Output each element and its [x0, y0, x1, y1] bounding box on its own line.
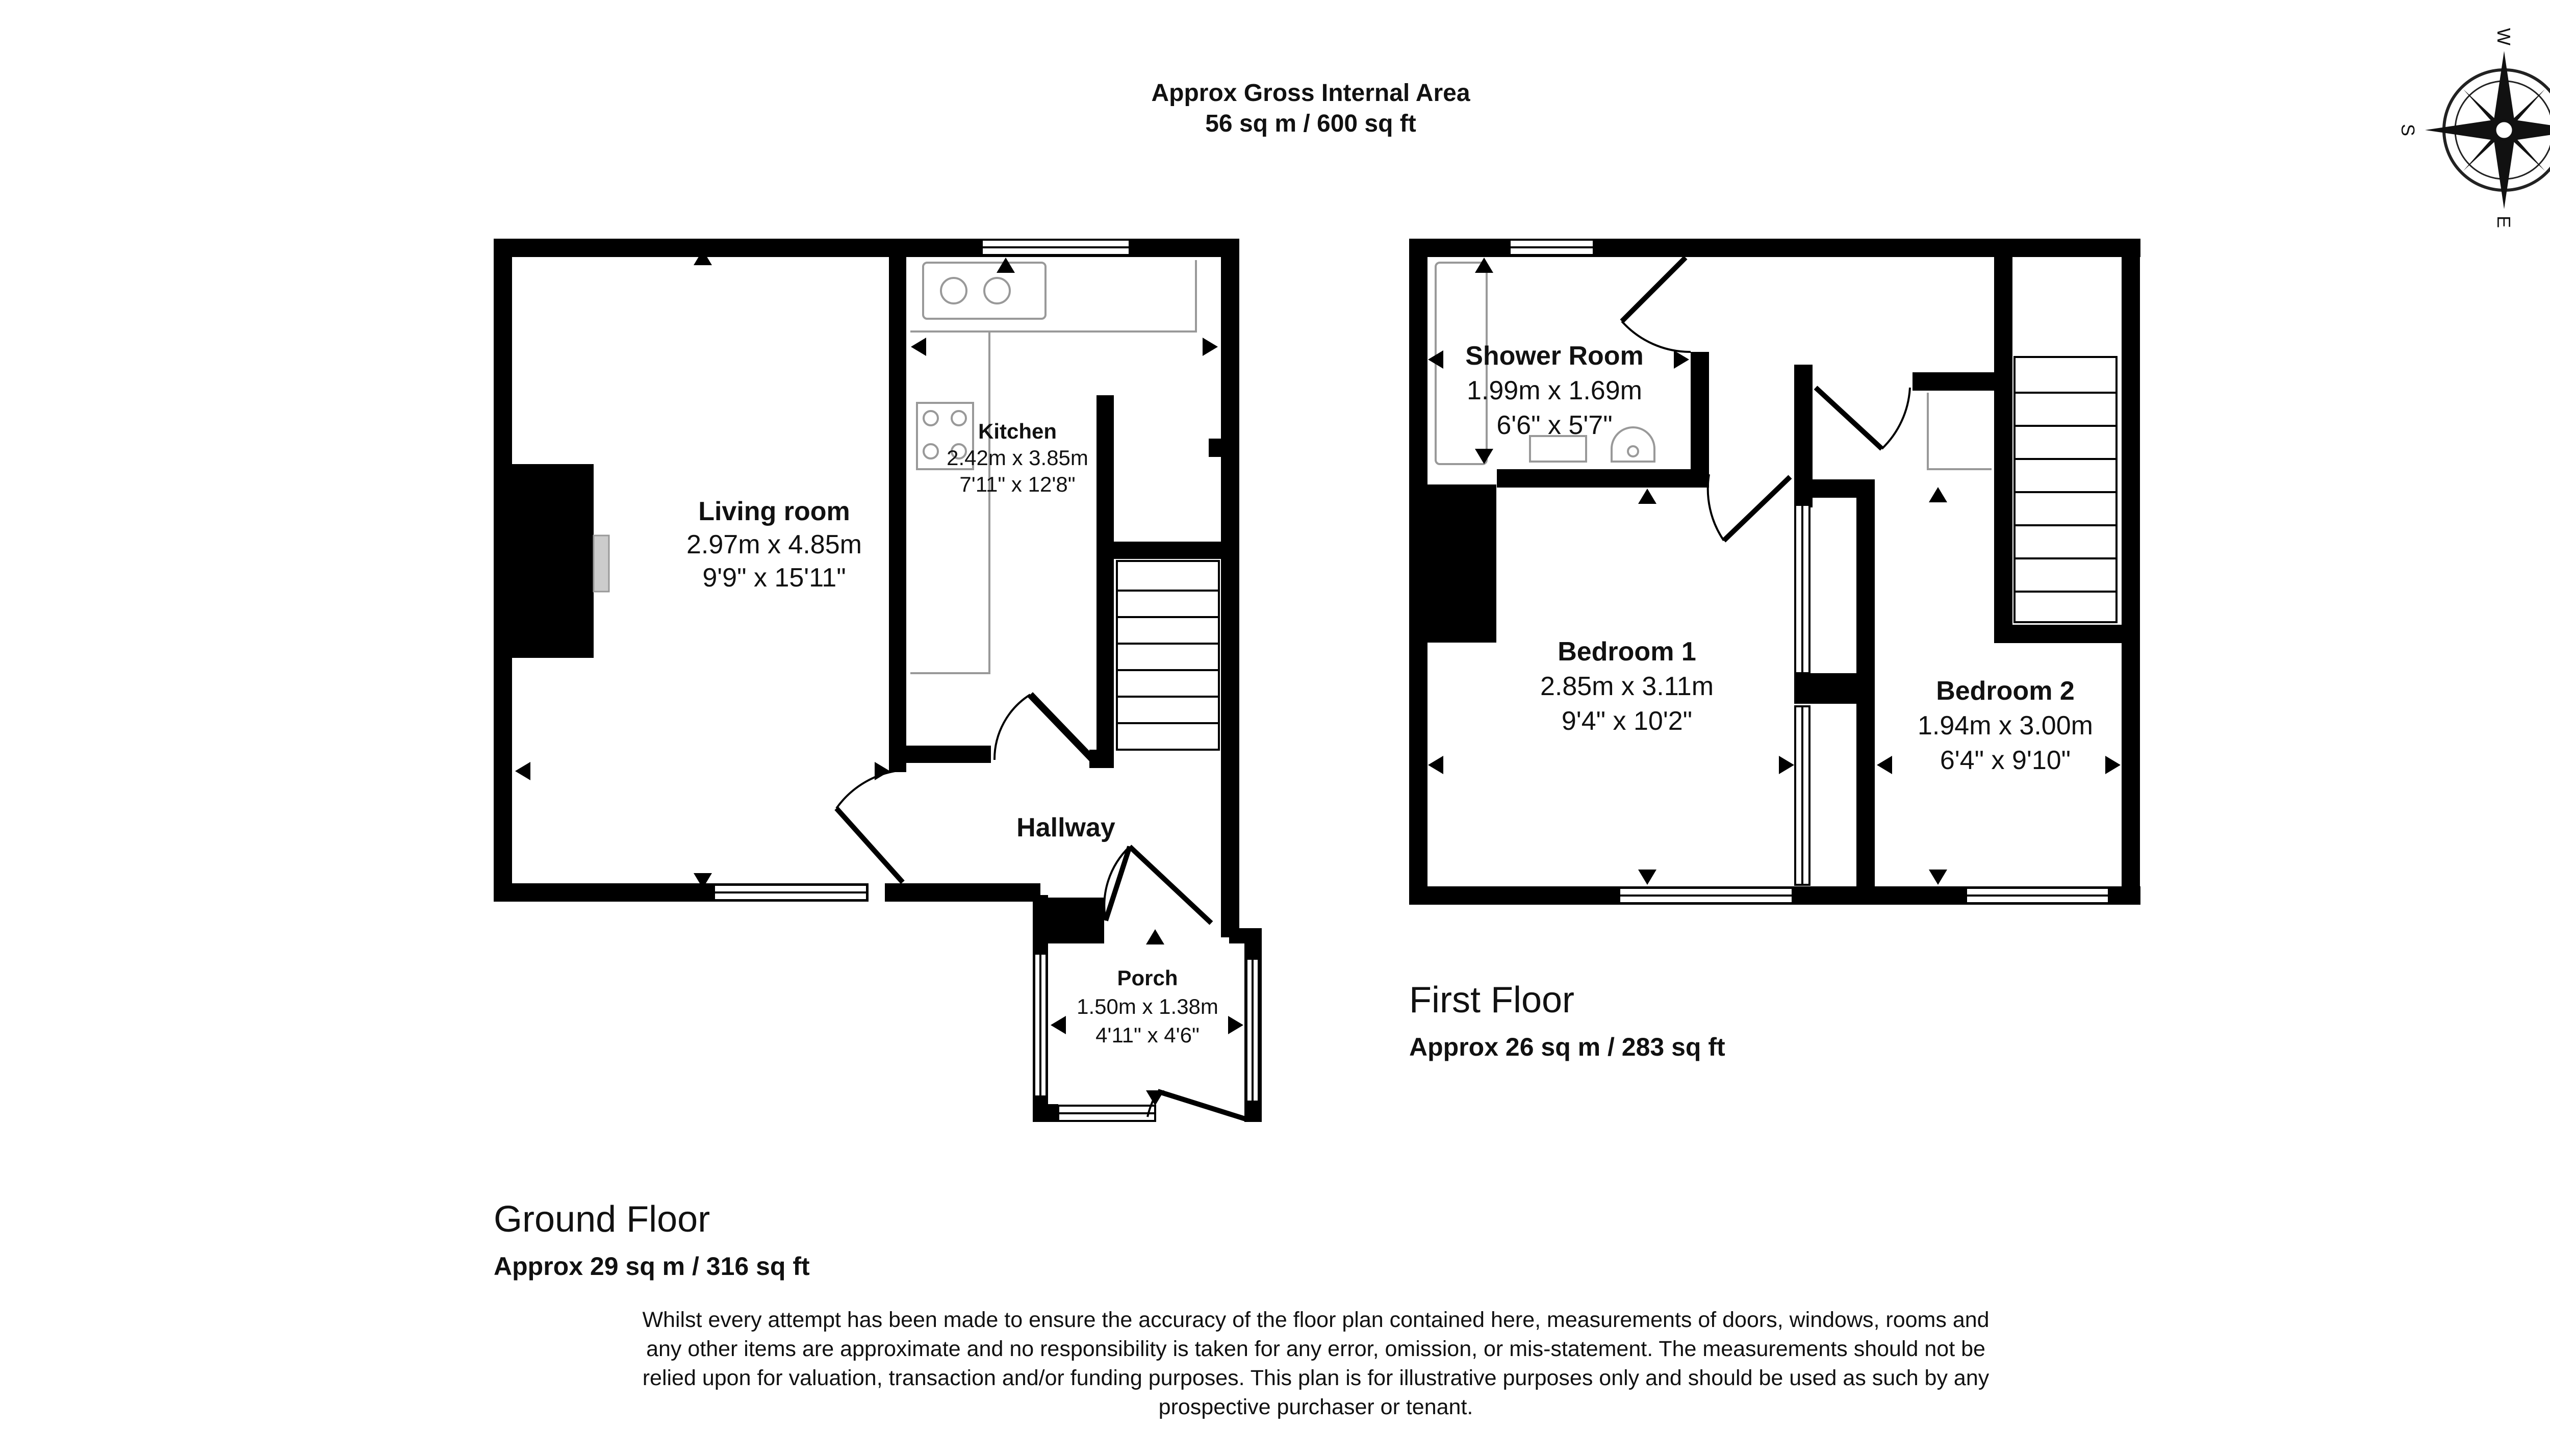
compass-label-west: W [2493, 28, 2514, 45]
shower-room-name: Shower Room [1465, 341, 1644, 371]
first-floor-plan [1409, 239, 2140, 905]
ground-floor-area: Approx 29 sq m / 316 sq ft [494, 1252, 810, 1281]
kitchen-metric: 2.42m x 3.85m [947, 446, 1088, 470]
compass-label-east: E [2493, 216, 2514, 228]
ground-floor-plan [494, 239, 1262, 1122]
shower-room-imperial: 6'6" x 5'7" [1496, 411, 1612, 440]
hallway-name: Hallway [1016, 813, 1115, 842]
first-floor-area: Approx 26 sq m / 283 sq ft [1409, 1033, 1725, 1061]
bedroom-1-name: Bedroom 1 [1558, 637, 1696, 667]
disclaimer-line: Whilst every attempt has been made to en… [642, 1308, 1990, 1332]
porch-name: Porch [1117, 966, 1178, 990]
bedroom-1-metric: 2.85m x 3.11m [1540, 672, 1714, 701]
kitchen-imperial: 7'11" x 12'8" [959, 472, 1075, 496]
compass-label-south: S [2398, 124, 2418, 136]
kitchen-name: Kitchen [978, 419, 1057, 443]
living-room-metric: 2.97m x 4.85m [686, 530, 862, 559]
ground-floor-title: Ground Floor [494, 1199, 710, 1240]
gross-area-value: 56 sq m / 600 sq ft [1205, 110, 1416, 137]
bedroom-2-metric: 1.94m x 3.00m [1918, 711, 2093, 740]
bedroom-2-name: Bedroom 2 [1936, 676, 2075, 706]
living-room-name: Living room [698, 497, 850, 526]
disclaimer-line: relied upon for valuation, transaction a… [642, 1366, 1990, 1390]
disclaimer-line: prospective purchaser or tenant. [1158, 1395, 1473, 1419]
disclaimer-line: any other items are approximate and no r… [646, 1337, 1985, 1361]
disclaimer: Whilst every attempt has been made to en… [546, 1306, 2086, 1422]
bedroom-2-imperial: 6'4" x 9'10" [1940, 746, 2071, 775]
bedroom-1-imperial: 9'4" x 10'2" [1562, 706, 1692, 736]
porch-imperial: 4'11" x 4'6" [1095, 1023, 1200, 1047]
living-room-imperial: 9'9" x 15'11" [702, 563, 846, 593]
porch-metric: 1.50m x 1.38m [1077, 994, 1218, 1018]
shower-room-metric: 1.99m x 1.69m [1467, 376, 1642, 405]
first-floor-title: First Floor [1409, 980, 1574, 1020]
compass-rose-icon [2425, 51, 2550, 209]
gross-area-title: Approx Gross Internal Area [1151, 80, 1470, 107]
